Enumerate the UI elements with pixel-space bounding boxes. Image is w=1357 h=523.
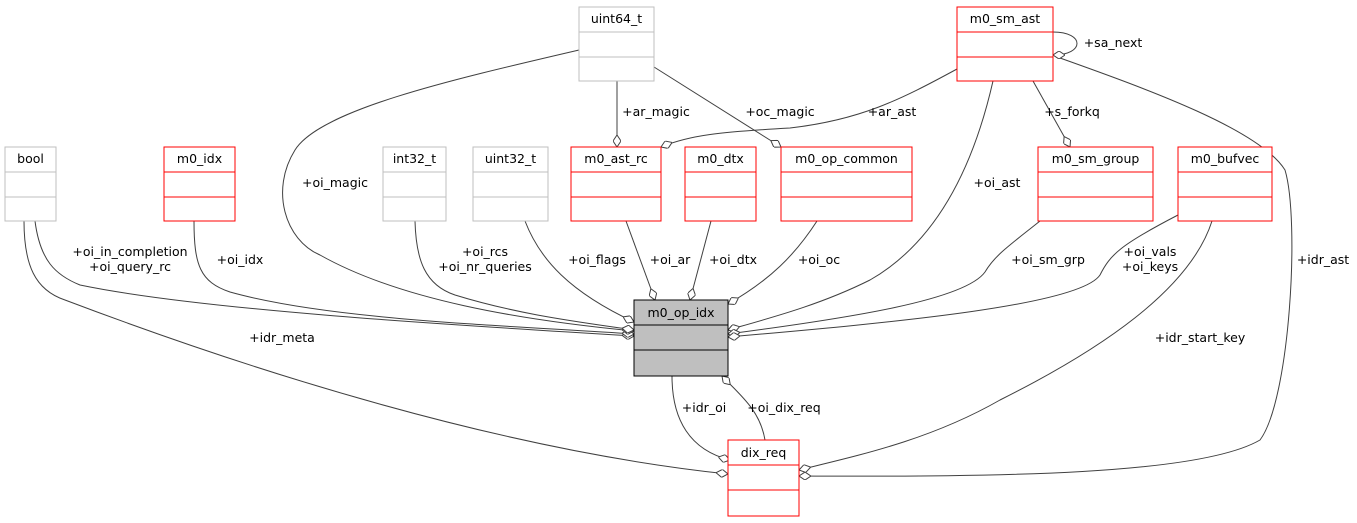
node-dix-req[interactable]: dix_req [727,439,800,517]
node-title: m0_ast_rc [584,151,648,166]
node-m0-op-common[interactable]: m0_op_common [780,146,913,222]
edge-oi-idx [193,220,634,334]
node-bool[interactable]: bool [4,146,57,222]
edge-sa-next [1053,31,1078,55]
label-oi-query-rc: +oi_query_rc [89,259,171,274]
label-idr-meta: +idr_meta [249,330,315,345]
node-uint32-t[interactable]: uint32_t [472,146,549,222]
edge-s-forkq [1032,80,1070,147]
node-title: m0_sm_group [1052,151,1140,166]
edge-oi-ar [625,220,655,300]
label-oi-vals: +oi_vals [1124,244,1177,259]
edge-oi-in-completion [34,220,634,336]
edges [23,31,1293,476]
edge-idr-meta [23,220,728,474]
label-oi-in-completion: +oi_in_completion [72,244,187,259]
edge-oi-magic [282,49,634,331]
node-title: m0_idx [177,151,222,166]
label-oi-idx: +oi_idx [217,252,264,267]
label-oi-ast: +oi_ast [974,175,1021,190]
label-ar-ast: +ar_ast [868,104,917,119]
node-title: dix_req [741,445,787,460]
node-m0-op-idx[interactable]: m0_op_idx [633,299,729,377]
label-s-forkq: +s_forkq [1044,104,1100,119]
label-oi-flags: +oi_flags [568,252,626,267]
label-oi-nr-queries: +oi_nr_queries [438,259,532,274]
label-oi-rcs: +oi_rcs [462,244,508,259]
edge-oi-flags [524,220,634,322]
edge-oi-rcs [414,220,634,330]
node-title: uint64_t [591,11,642,26]
node-title: m0_bufvec [1191,151,1260,166]
label-oi-ar: +oi_ar [650,252,692,267]
node-m0-idx[interactable]: m0_idx [163,146,236,222]
node-title: uint32_t [485,151,536,166]
label-sa-next: +sa_next [1084,35,1143,50]
edge-idr-start-key [799,220,1213,470]
label-idr-ast: +idr_ast [1297,252,1349,267]
label-oi-oc: +oi_oc [798,252,840,267]
label-idr-oi: +idr_oi [682,400,726,415]
node-uint64-t[interactable]: uint64_t [578,6,655,82]
label-oi-dtx: +oi_dtx [709,252,757,267]
label-ar-magic: +ar_magic [622,104,690,119]
node-m0-sm-group[interactable]: m0_sm_group [1037,146,1154,222]
edge-oi-dix-req [722,376,766,441]
edge-oi-sm-grp [728,220,1041,334]
label-oi-dix-req: +oi_dix_req [747,400,820,415]
node-m0-sm-ast[interactable]: m0_sm_ast [956,6,1054,82]
node-int32-t[interactable]: int32_t [382,146,447,222]
node-title: int32_t [393,151,436,166]
edge-idr-ast [799,57,1293,476]
node-title: m0_op_idx [647,305,714,320]
node-title: m0_dtx [697,151,744,166]
label-idr-start-key: +idr_start_key [1155,330,1246,345]
node-title: bool [17,151,44,166]
edge-oi-vals-keys [728,214,1179,337]
label-oi-magic: +oi_magic [302,175,368,190]
edge-oi-dtx [690,220,712,300]
node-m0-ast-rc[interactable]: m0_ast_rc [570,146,662,222]
node-m0-bufvec[interactable]: m0_bufvec [1177,146,1273,222]
edge-oi-ast [728,80,994,330]
edge-oc-magic [653,66,781,147]
node-title: m0_op_common [795,151,898,166]
label-oi-keys: +oi_keys [1122,259,1178,274]
edge-oi-oc [728,220,818,304]
edge-labels: +oi_in_completion +oi_query_rc +idr_meta… [72,35,1349,415]
label-oc-magic: +oc_magic [745,104,814,119]
edge-ar-ast [661,68,958,147]
edge-idr-oi [671,375,730,460]
node-title: m0_sm_ast [970,11,1040,26]
node-m0-dtx[interactable]: m0_dtx [684,146,757,222]
label-oi-sm-grp: +oi_sm_grp [1011,252,1085,267]
